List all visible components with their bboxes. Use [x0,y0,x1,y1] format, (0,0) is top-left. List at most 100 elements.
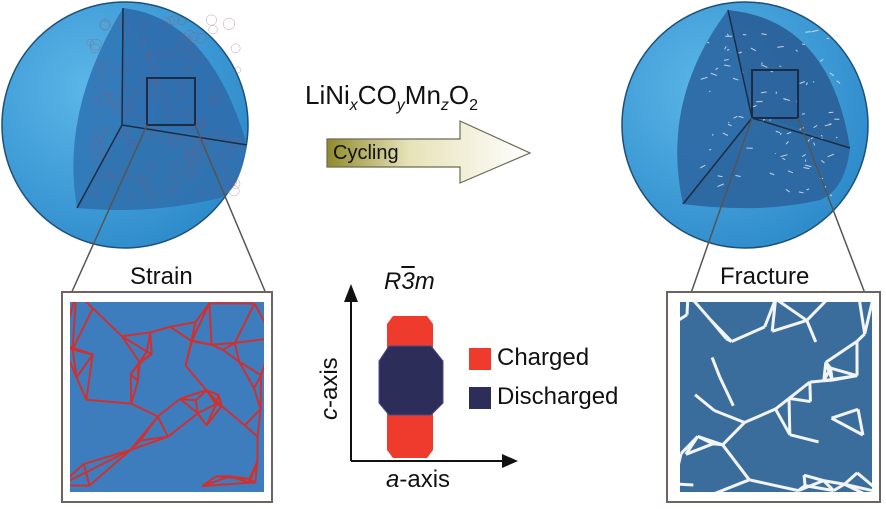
sphere-grain [99,58,110,69]
sphere-grain [98,92,111,105]
zoom-region-box [751,69,799,119]
crack-segment [824,340,858,364]
sphere-crack [812,81,815,83]
compound-formula: LiNixCOyMnzO2 [305,80,479,115]
sphere-grain [90,43,100,54]
sphere-grain [143,183,153,193]
grain-boundary [130,373,139,382]
crack-segment [721,443,751,481]
sphere-grain [230,43,241,54]
grain-boundary [191,339,212,346]
sphere-crack [801,153,807,157]
crack-segment [685,302,690,315]
grain-boundary [196,412,208,427]
crack-segment [697,435,724,447]
sphere-grain [119,23,132,36]
sphere-crack [723,58,729,61]
crack-segment [788,380,811,400]
sphere-grain [159,49,170,60]
grain-boundary [167,412,199,438]
legend-discharged-label: Discharged [497,383,619,410]
sphere-crack [787,170,794,174]
grain-boundary [222,349,240,363]
crack-segment [718,376,735,407]
sphere-crack [786,131,792,135]
sphere-crack [833,34,840,37]
grain-boundary [130,380,139,404]
grain-boundary [244,424,259,438]
sphere-grain [208,25,218,35]
sphere-crack [807,139,811,142]
grain-boundary [191,302,211,342]
sphere-grain [180,107,192,119]
crack-segment [680,313,688,321]
sphere-crack [785,188,790,193]
grain-boundary [234,338,264,344]
crack-segment [856,471,872,488]
fracture-panel [666,291,881,503]
sphere-grain [168,163,181,176]
cycling-label: Cycling [333,142,399,164]
sphere-grain [209,88,221,100]
sphere-grain [123,128,130,135]
sphere-crack [828,123,832,125]
sphere-crack [826,37,830,40]
sphere-crack [733,115,738,119]
crack-segment [855,332,866,343]
sphere-grain [104,91,111,99]
sphere-grain [220,131,229,140]
sphere-grain [216,165,230,178]
sphere-grain [145,52,152,60]
sphere-grain [128,96,137,105]
grain-boundary [191,322,197,341]
crack-segment [805,319,818,343]
crack-segment [787,398,792,435]
sphere-grain [222,17,235,30]
sphere-crack [805,31,811,33]
sphere-grain [97,71,107,81]
sphere-grain [212,130,221,139]
sphere-grain [185,121,199,134]
sphere-grain [134,88,141,96]
crack-segment [805,302,827,322]
sphere-grain [208,96,217,105]
sphere-crack [824,123,832,127]
x-axis-arrowhead [502,454,518,468]
crack-segment [721,421,746,446]
cutaway-section [122,8,247,145]
grain-boundary [92,307,123,337]
grain-boundary [229,475,250,484]
sphere-grain [105,98,115,108]
grain-boundary [137,350,148,365]
sphere-grain [205,14,217,26]
crack-segment [694,393,716,412]
grain-boundary [205,405,223,427]
lattice-axes [344,284,518,468]
sphere-crack [798,191,804,194]
sphere-crack [799,81,805,84]
sphere-grain [93,155,103,164]
cycled-particle-sphere [621,1,869,249]
sphere-crack [805,82,808,86]
sphere-grain [146,52,160,66]
sphere-grain [117,98,131,112]
sphere-grain [185,164,198,177]
sphere-grain [230,178,241,189]
zoom-line [689,117,753,297]
sphere-grain [89,168,102,181]
sphere-grain [95,111,103,120]
crack-segment [743,407,777,424]
sphere-grain [127,139,136,147]
sphere-crack [779,132,782,136]
grain-boundary [149,332,153,354]
sphere-crack [813,142,816,146]
sphere-crack [829,194,833,197]
sphere-grain [177,16,186,26]
sphere-crack [819,58,824,62]
sphere-grain [177,80,187,90]
grain-boundary [136,362,141,382]
crack-segment [831,407,859,420]
y-axis-arrowhead [344,284,358,302]
sphere-grain [200,153,211,164]
grain-boundary [130,435,169,451]
